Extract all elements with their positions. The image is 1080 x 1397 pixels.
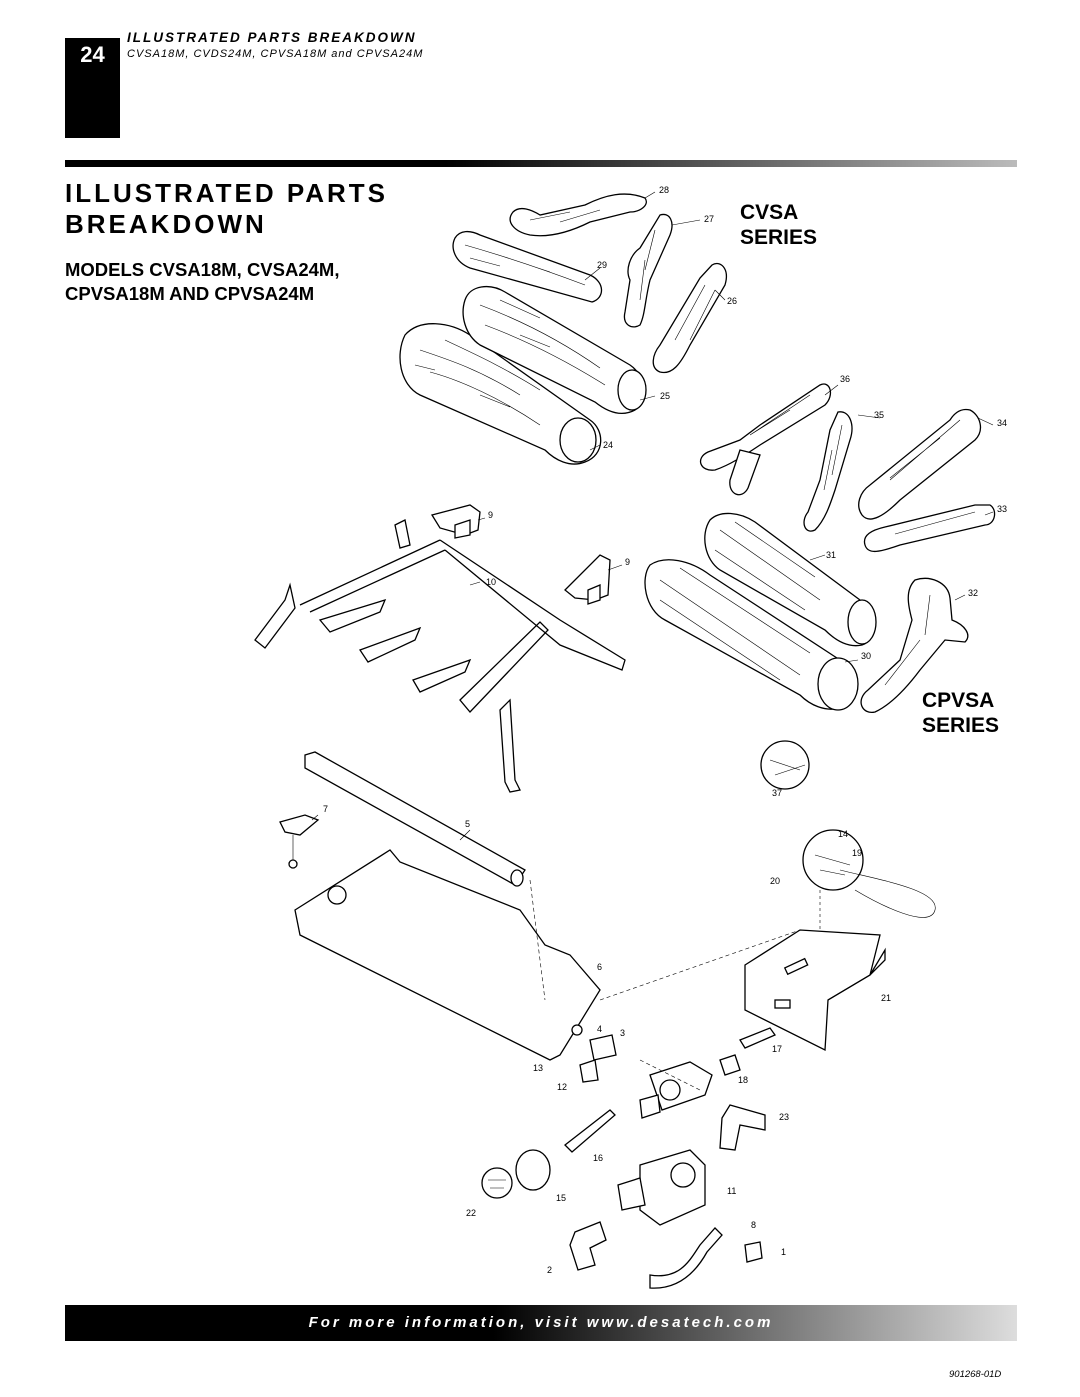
part-label-1: 1: [781, 1247, 786, 1257]
leader-lines: [311, 191, 994, 841]
part-label-29: 29: [597, 260, 607, 270]
fitting-1: [744, 1241, 763, 1263]
cvsa-label-line2: SERIES: [740, 226, 818, 249]
footer-bar: For more information, visit www.desatech…: [65, 1305, 1017, 1341]
assembly-lines: [529, 879, 801, 1091]
part-label-21: 21: [881, 993, 891, 1003]
grate-10: [254, 519, 626, 793]
header-rule: [65, 160, 1017, 167]
log-30: [644, 559, 859, 711]
burner-tube-5: [304, 751, 526, 887]
valve-assembly: [579, 1027, 776, 1119]
gas-valve-11: [617, 1149, 706, 1226]
part-label-33: 33: [997, 504, 1007, 514]
pilot-assembly-14: [760, 740, 936, 930]
log-28: [509, 193, 647, 237]
models-heading: MODELS CVSA18M, CVSA24M, CPVSA18M AND CP…: [65, 258, 339, 306]
footer-link-text[interactable]: For more information, visit www.desatech…: [308, 1314, 774, 1331]
elbow-2: [569, 1221, 607, 1271]
log-33: [863, 504, 996, 553]
burner-pan-6: [294, 849, 601, 1061]
part-numbers: 28 27 29 26 25 24 36 35 34 33 31 32 30 9…: [323, 185, 1007, 1275]
page-number: 24: [80, 42, 105, 67]
part-label-4: 4: [597, 1024, 602, 1034]
part-label-9b: 9: [625, 557, 630, 567]
part-label-17: 17: [772, 1044, 782, 1054]
bracket-7: [279, 814, 320, 869]
bracket-9-upper: [430, 504, 481, 539]
part-label-24: 24: [603, 440, 613, 450]
part-label-3: 3: [620, 1028, 625, 1038]
part-label-12: 12: [557, 1082, 567, 1092]
document-number: 901268-01D: [949, 1369, 1002, 1380]
part-label-30: 30: [861, 651, 871, 661]
part-label-8: 8: [751, 1220, 756, 1230]
part-label-28: 28: [659, 185, 669, 195]
log-31: [704, 512, 877, 647]
models-line1: MODELS CVSA18M, CVSA24M,: [65, 259, 340, 280]
elbow-23: [719, 1104, 766, 1151]
part-label-27: 27: [704, 214, 714, 224]
models-line2: CPVSA18M AND CPVSA24M: [65, 283, 315, 304]
part-label-32: 32: [968, 588, 978, 598]
part-label-18: 18: [738, 1075, 748, 1085]
log-36: [699, 383, 832, 496]
part-label-19: 19: [852, 848, 862, 858]
part-label-37: 37: [772, 788, 782, 798]
knob-15: [515, 1149, 551, 1191]
section-title: ILLUSTRATED PARTS BREAKDOWN: [127, 30, 417, 45]
part-label-23: 23: [779, 1112, 789, 1122]
part-label-7: 7: [323, 804, 328, 814]
part-label-9a: 9: [488, 510, 493, 520]
part-label-5: 5: [465, 819, 470, 829]
part-label-16: 16: [593, 1153, 603, 1163]
part-label-25: 25: [660, 391, 670, 401]
part-label-36: 36: [840, 374, 850, 384]
log-26: [652, 262, 727, 374]
log-25: [462, 285, 647, 414]
cpvsa-label-line1: CPVSA: [922, 689, 995, 712]
log-24: [399, 323, 602, 465]
bracket-9-lower: [564, 554, 611, 605]
header-models: CVSA18M, CVDS24M, CPVSA18M and CPVSA24M: [127, 48, 424, 60]
cpvsa-series-label: CPVSA SERIES: [922, 688, 999, 738]
page-number-box: 24: [65, 38, 120, 138]
part-label-31: 31: [826, 550, 836, 560]
cpvsa-label-line2: SERIES: [922, 714, 1000, 737]
page-title-line2: BREAKDOWN: [65, 209, 267, 239]
part-label-20: 20: [770, 876, 780, 886]
cvsa-series-label: CVSA SERIES: [740, 200, 817, 250]
part-label-11: 11: [727, 1186, 736, 1196]
part-label-26: 26: [727, 296, 737, 306]
page-title-line1: ILLUSTRATED PARTS: [65, 178, 389, 208]
part-label-13: 13: [533, 1063, 543, 1073]
part-label-2: 2: [547, 1265, 552, 1275]
log-32: [860, 577, 969, 713]
control-housing-21: [744, 929, 886, 1052]
log-29: [452, 230, 603, 303]
log-35: [803, 411, 853, 532]
log-27: [623, 213, 673, 328]
log-34: [858, 408, 982, 520]
part-label-6: 6: [597, 962, 602, 972]
page-title: ILLUSTRATED PARTS BREAKDOWN: [65, 178, 388, 240]
part-label-10: 10: [486, 577, 496, 587]
flex-connector-8: [649, 1227, 723, 1289]
cvsa-label-line1: CVSA: [740, 201, 799, 224]
part-label-35: 35: [874, 410, 884, 420]
part-label-34: 34: [997, 418, 1007, 428]
label-22: [481, 1167, 513, 1199]
part-label-22: 22: [466, 1208, 476, 1218]
thermocouple-16: [564, 1109, 616, 1153]
part-label-15: 15: [556, 1193, 566, 1203]
part-label-14: 14: [838, 829, 848, 839]
